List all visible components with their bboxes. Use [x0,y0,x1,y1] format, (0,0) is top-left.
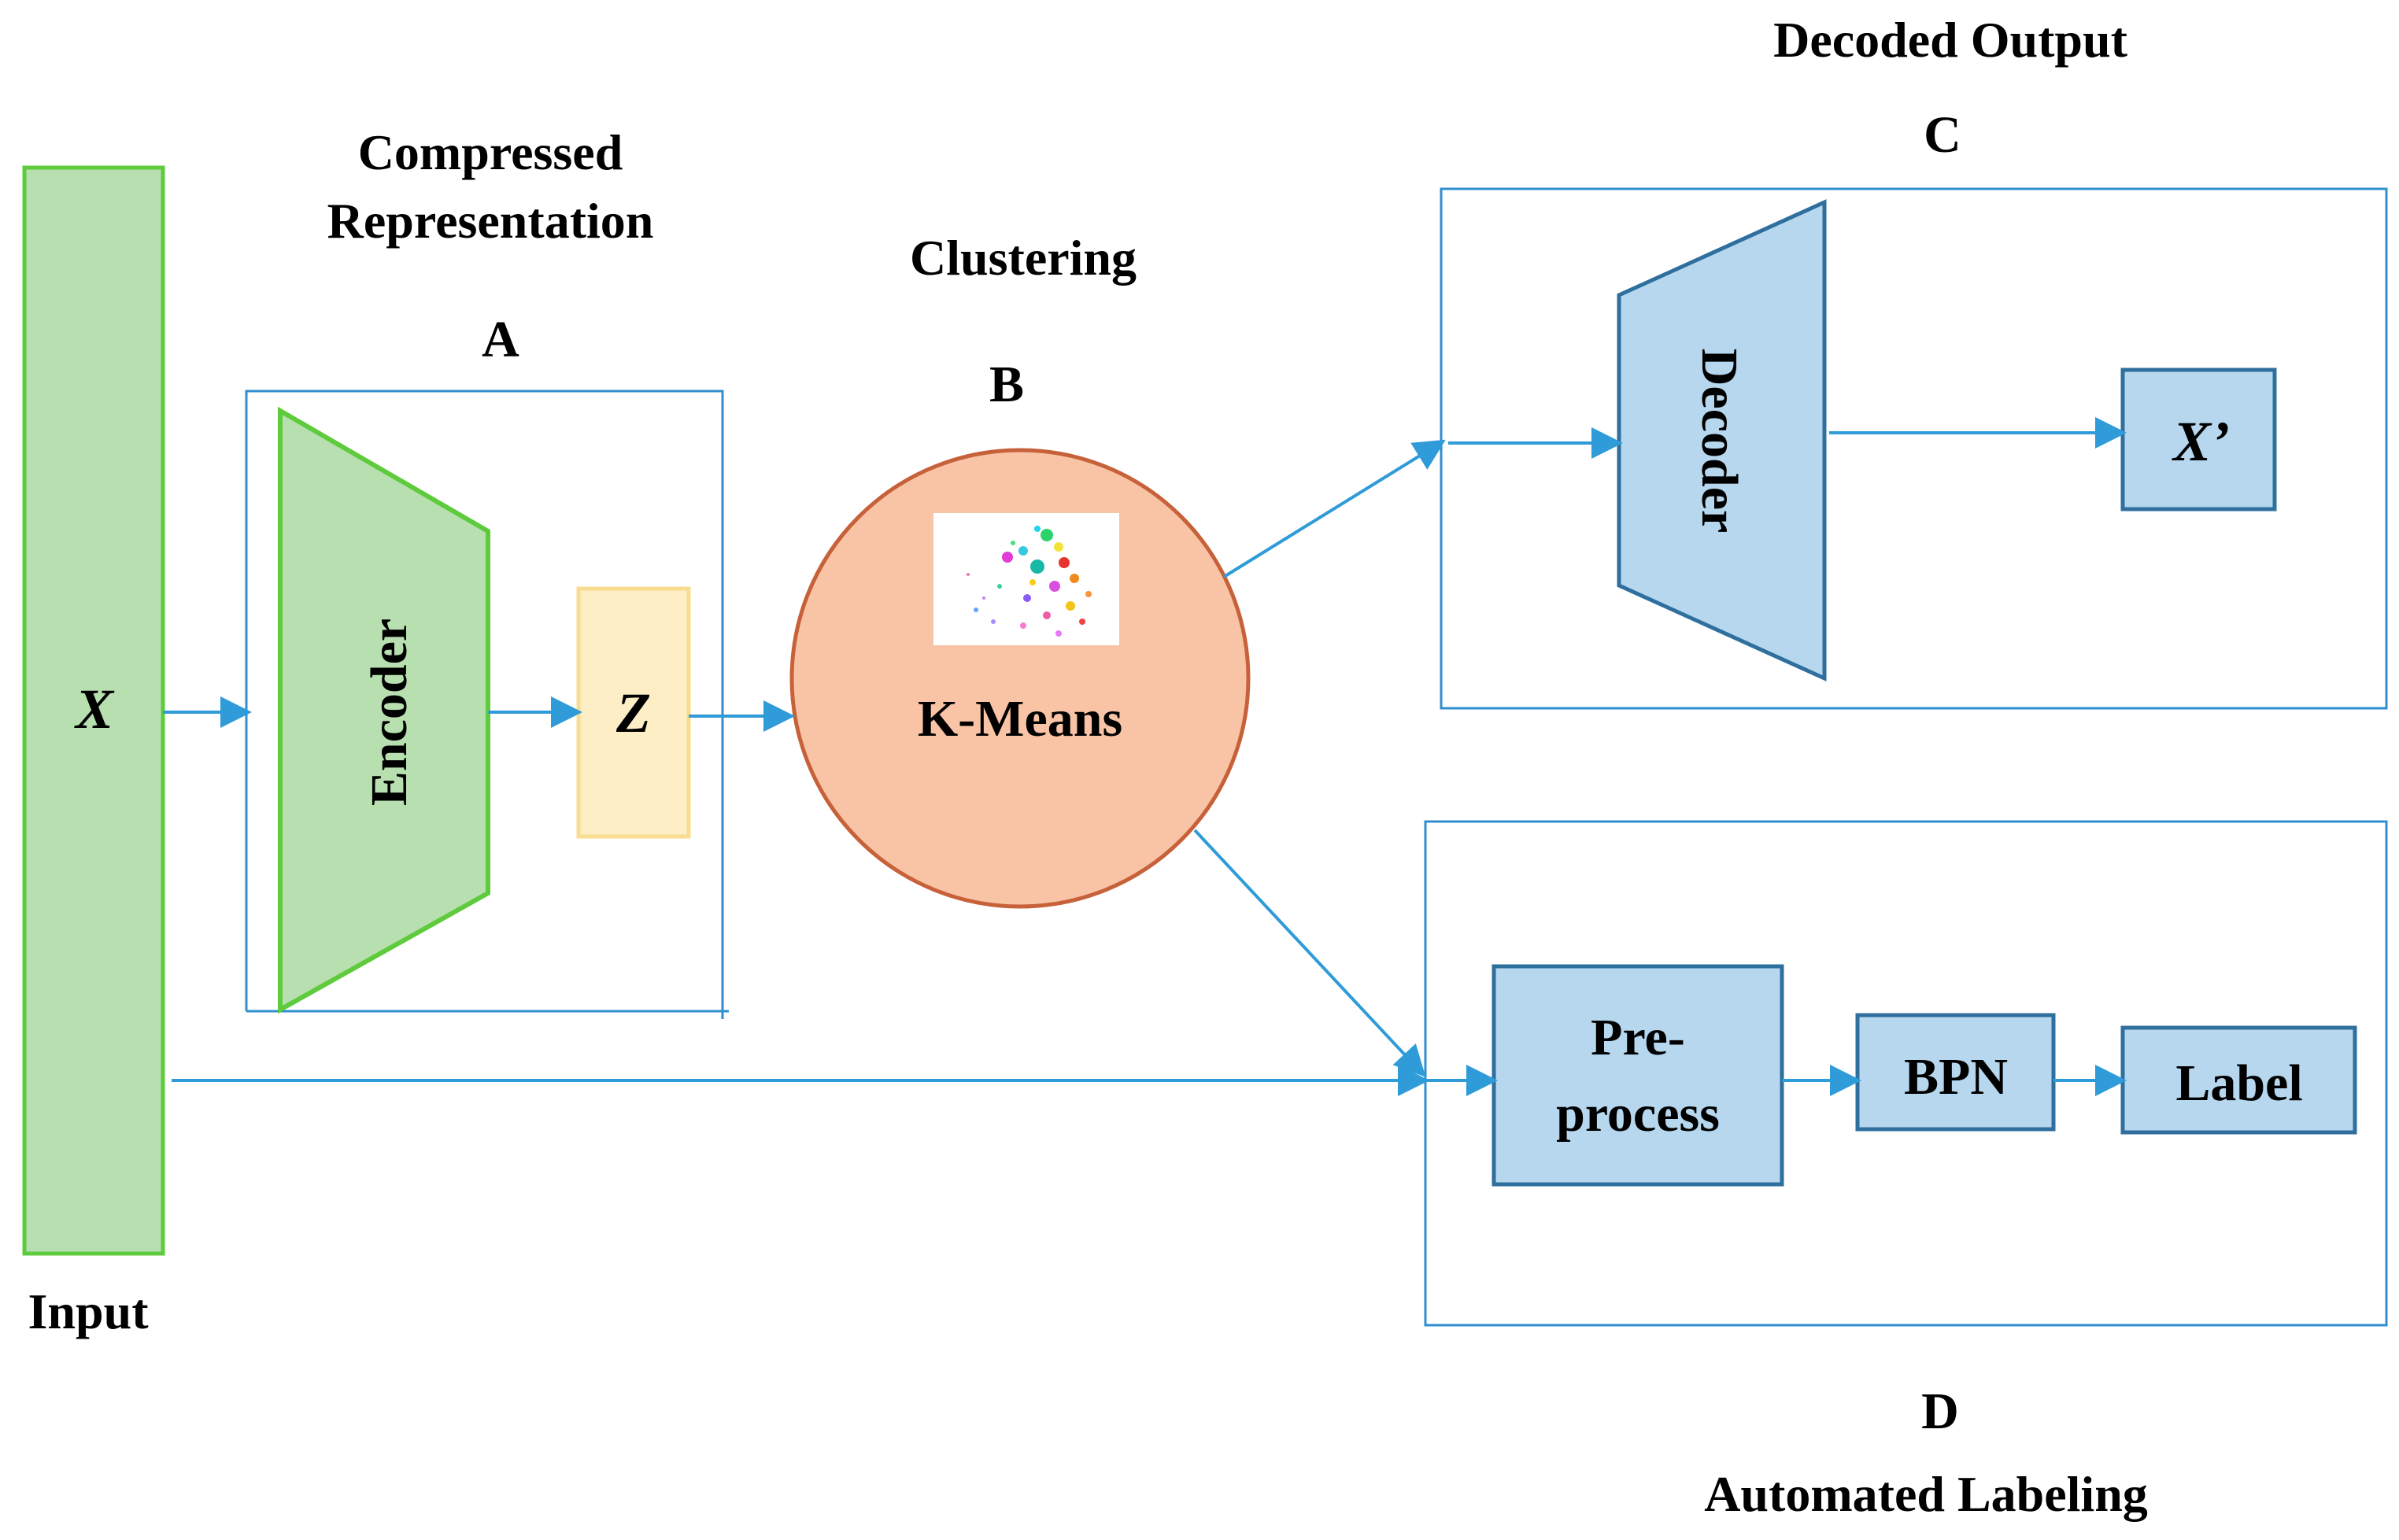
kmeans-label: K-Means [918,690,1122,748]
section-label-c: C [1924,106,1961,164]
title-clustering: Clustering [910,230,1137,286]
section-label-d: D [1921,1383,1959,1440]
reconstruction-x-prime-block [2120,367,2277,511]
cluster-scatter-icon [933,513,1119,645]
input-x-label: X [74,678,115,740]
encoder-label: Encoder [360,619,418,806]
latent-z-block [576,586,691,839]
latent-z-label: Z [615,681,651,744]
decoder-block [1617,199,1827,681]
title-automated-labeling: Automated Labeling [1704,1466,2148,1522]
title-compressed-line2: Representation [327,193,654,249]
label-output-label: Label [2175,1054,2302,1112]
preprocess-label-line1: Pre- [1591,1009,1685,1066]
title-input: Input [28,1283,150,1339]
section-label-a: A [482,311,519,368]
reconstruction-x-prime-label: X’ [2172,410,2230,473]
arrow-kmeans-to-decoded [1222,439,1446,578]
encoder-block [278,406,490,1014]
preprocess-label-line2: process [1556,1085,1720,1143]
arrow-kmeans-to-labeling [1193,829,1426,1077]
title-decoded-output: Decoded Output [1773,12,2128,68]
bpn-label: BPN [1904,1048,2008,1106]
decoder-label: Decoder [1691,349,1748,534]
preprocess-block [1492,964,1784,1187]
title-compressed-line1: Compressed [358,124,623,180]
bpn-block [1855,1013,2056,1132]
kmeans-circle [789,448,1251,909]
section-label-b: B [989,356,1024,413]
input-x-block [22,165,165,1256]
